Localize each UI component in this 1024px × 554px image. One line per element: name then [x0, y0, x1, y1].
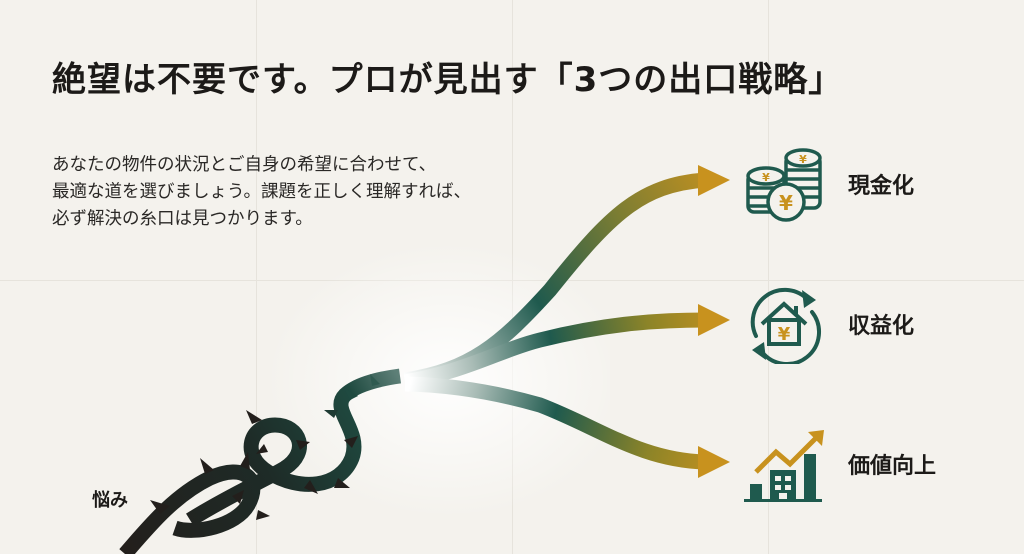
- thorn-spikes: [150, 374, 380, 520]
- arrow-head-income: [698, 304, 730, 336]
- arrow-head-cash: [698, 165, 730, 196]
- intro-line: 必ず解決の糸口は見つかります。: [52, 209, 313, 229]
- worry-label: 悩み: [92, 490, 128, 511]
- house-yen-cycle-icon: ¥: [742, 284, 826, 364]
- page-title: 絶望は不要です。プロが見出す「3つの出口戦略」: [52, 60, 844, 100]
- outcome-label-cash: 現金化: [848, 174, 915, 199]
- svg-text:¥: ¥: [779, 191, 793, 215]
- svg-text:¥: ¥: [778, 324, 791, 345]
- arrow-head-value: [698, 446, 730, 478]
- svg-text:¥: ¥: [799, 153, 807, 166]
- branch-to-income: [403, 312, 706, 390]
- outcome-cash: ¥ ¥ ¥ 現金化: [742, 144, 914, 224]
- outcome-label-value: 価値向上: [848, 454, 937, 479]
- outcome-value: 価値向上: [742, 424, 936, 504]
- grid-line-vertical-3: [768, 0, 769, 554]
- building-growth-chart-icon: [742, 424, 826, 504]
- thorny-vine: [119, 368, 402, 554]
- intro-text: あなたの物件の状況とご自身の希望に合わせて、 最適な道を選びましょう。課題を正し…: [52, 152, 471, 233]
- intro-line: あなたの物件の状況とご自身の希望に合わせて、: [52, 155, 437, 175]
- branch-to-value: [404, 376, 706, 470]
- outcome-label-income: 収益化: [848, 314, 915, 339]
- outcome-income: ¥ 収益化: [742, 284, 914, 364]
- svg-text:¥: ¥: [762, 171, 770, 184]
- intro-line: 最適な道を選びましょう。課題を正しく理解すれば、: [52, 182, 471, 202]
- yen-coin-stack-icon: ¥ ¥ ¥: [742, 144, 826, 224]
- branch-to-cash: [403, 172, 706, 388]
